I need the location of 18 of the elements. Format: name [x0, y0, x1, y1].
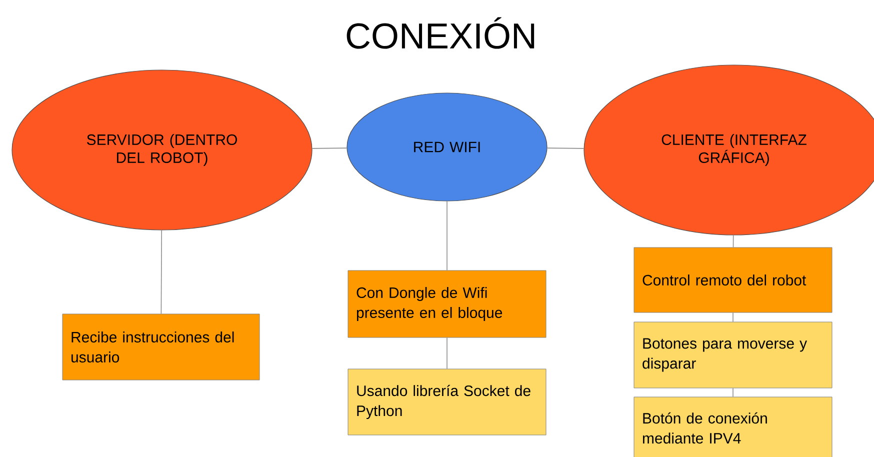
connector-line [160, 230, 162, 314]
text-box: Botón de conexión mediante IPV4 [634, 396, 832, 457]
text-box: Recibe instrucciones del usuario [62, 314, 260, 380]
ellipse-node: SERVIDOR (DENTRO DEL ROBOT) [12, 70, 312, 230]
text-box: Usando librería Socket de Python [348, 368, 546, 436]
connector-line [732, 312, 734, 322]
connector-line [732, 234, 734, 248]
text-box: Botones para moverse y disparar [634, 322, 832, 388]
connector-line [732, 388, 734, 398]
connector-line [446, 337, 448, 370]
text-box: Control remoto del robot [634, 247, 832, 313]
text-box: Con Dongle de Wifi presente en el bloque [348, 270, 546, 338]
connector-line [546, 148, 584, 149]
ellipse-node: RED WIFI [346, 92, 548, 202]
connector-line [446, 200, 448, 271]
connector-line [312, 148, 348, 149]
ellipse-node: CLIENTE (INTERFAZ GRÁFICA) [584, 64, 874, 236]
title: CONEXIÓN [346, 17, 534, 49]
